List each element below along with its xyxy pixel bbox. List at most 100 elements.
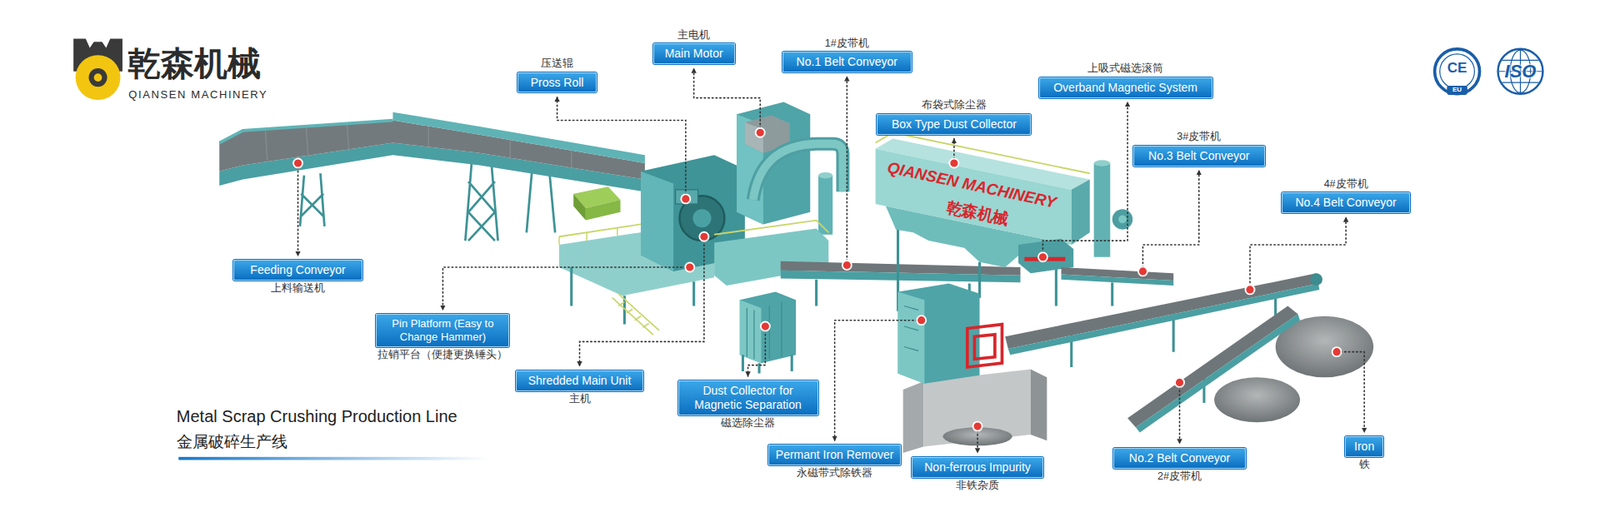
callout-dot [755,128,765,138]
ce-badge [1435,49,1480,95]
callout-label: 压送辊Pross Roll [517,55,598,93]
leader-line [748,330,766,377]
callout-caption: 布袋式除尘器 [921,99,987,113]
callout-box: No.2 Belt Conveyor [1113,448,1246,470]
ce-badge [1435,49,1480,95]
callout-caption: 3#皮带机 [1176,130,1221,145]
leader-line [1142,170,1199,272]
callout-label: Shredded Main Unit主机 [515,370,644,408]
callout-dot [1332,347,1342,357]
title: Metal Scrap Crushing Production Line [176,407,458,426]
callout-caption: 上吸式磁选滚筒 [1087,62,1164,76]
callout-label: 3#皮带机No.3 Belt Conveyor [1133,129,1265,166]
iron-remover [904,306,919,352]
callout-label: 布袋式除尘器Box Type Dust Collector [876,97,1031,135]
logo-icon [73,39,123,101]
ce-badge [1440,54,1475,90]
callout-box: Iron [1345,436,1383,458]
feeding-conveyor [265,122,571,170]
callout-caption: 主机 [569,393,591,407]
belt-conveyor [1110,282,1114,306]
callout-caption: 主电机 [677,29,710,43]
callout-box: Feeding Conveyor [233,260,364,281]
collection-bin [1030,369,1048,441]
shredder [585,200,621,221]
callout-label: Dust Collector for Magnetic Separation磁选… [678,380,819,432]
bag-dust-collector [875,149,1072,245]
callout-dot [760,322,770,332]
subtitle: 金属破碎生产线 [176,434,288,452]
shredder [559,102,843,375]
callout-dot [293,159,303,169]
shredder [612,294,660,335]
callout-box: Main Motor [653,43,735,65]
belt-conveyor [1060,267,1174,307]
shredder [573,194,586,221]
ce-badge [1446,85,1467,95]
leader-line [694,68,761,129]
callout-box: Permant Iron Remover [768,445,902,466]
feeding-conveyor [219,120,393,144]
brand-name: 乾森机械 [127,45,261,82]
callout-dot [293,128,1342,432]
belt-conveyor [1127,306,1300,434]
certification-mark: ISO [1505,61,1537,82]
iso-badge [1498,49,1544,95]
shredder [818,172,833,179]
leader-line [1340,352,1365,434]
callout-caption: 铁 [1359,459,1370,473]
callout-dot [1038,252,1048,262]
bag-dust-collector [1071,180,1090,245]
bag-dust-collector [1118,215,1127,224]
iso-badge [1498,49,1544,95]
callout-dot [973,422,983,432]
brand-name: QIANSEN MACHINERY [128,89,268,101]
shredder [714,220,829,235]
feeding-conveyor [392,112,645,164]
leader-line [298,68,1365,454]
callout-box: Pin Platform (Easy to Change Hammer) [375,314,510,347]
belt-conveyor [1135,314,1300,433]
callout-label: 主电机Main Motor [653,27,735,65]
shredder [742,355,792,374]
feeding-conveyor [219,112,645,241]
collection-bin [903,381,924,454]
logo-icon [75,55,121,100]
callout-dot [1245,285,1255,295]
callout-box: No.1 Belt Conveyor [782,51,913,73]
shredder [818,175,833,235]
leader-line [297,167,300,257]
iron-remover [967,325,1003,368]
leader-line [580,240,705,367]
shredder [740,300,762,364]
iso-badge [1499,50,1542,93]
shredder [675,190,699,205]
leader-line [557,96,686,195]
callout-box: Pross Roll [517,72,598,94]
callout-dot [949,159,959,169]
certification-mark: EU [1452,86,1462,95]
callout-label: No.2 Belt Conveyor2#皮带机 [1113,448,1246,485]
callout-box: No.4 Belt Conveyor [1281,192,1410,214]
callout-caption: 2#皮带机 [1157,470,1202,485]
building-signage: 乾森机械 [945,199,1011,230]
logo-icon [94,73,103,82]
shredder [640,171,674,272]
callout-box: Shredded Main Unit [515,370,644,392]
callout-box: Overband Magnetic System [1039,77,1213,99]
leader-line [846,76,849,262]
leader-line [1250,217,1346,287]
callout-dot [1175,378,1185,388]
callout-label: 上吸式磁选滚筒Overband Magnetic System [1039,60,1213,98]
callout-caption: 上料输送机 [270,282,325,296]
callout-box: Non-ferrous Impurity [911,457,1044,479]
callout-dot [680,194,690,204]
callout-caption: 非铁杂质 [955,480,1000,494]
certification-mark: CE [1447,60,1468,77]
callout-box: Dust Collector for Magnetic Separation [678,380,819,416]
leader-line [1042,102,1128,254]
callout-label: Non-ferrous Impurity非铁杂质 [911,457,1044,495]
callout-caption: 1#皮带机 [825,37,870,51]
